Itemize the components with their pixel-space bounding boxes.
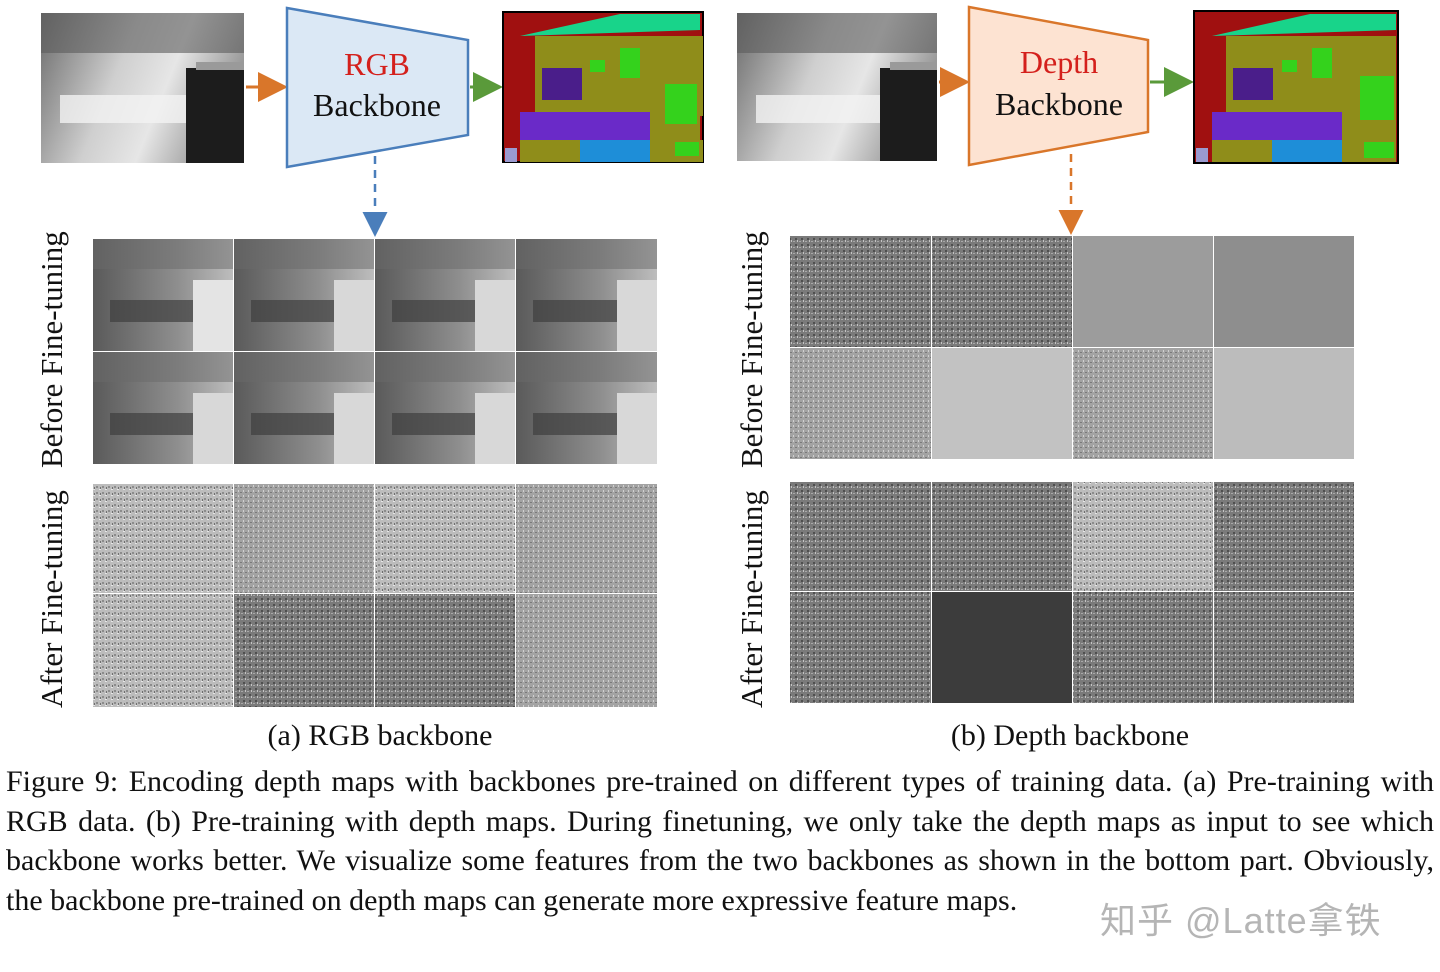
feature-map	[932, 236, 1072, 347]
rgb-backbone-subtitle: Backbone	[313, 87, 441, 123]
feature-map	[1073, 348, 1213, 459]
watermark: 知乎 @Latte拿铁	[1100, 900, 1382, 941]
subcaption-a: (a) RGB backbone	[268, 719, 493, 752]
depth-backbone-box	[967, 5, 1150, 167]
feature-map	[1073, 592, 1213, 703]
feature-map	[375, 239, 515, 351]
figure-caption-text: Encoding depth maps with backbones pre-t…	[6, 765, 1434, 917]
label-after-finetuning-a: After Fine-tuning	[34, 490, 69, 708]
feature-map	[516, 239, 657, 351]
depth-backbone-subtitle: Backbone	[995, 86, 1123, 122]
label-before-finetuning-a: Before Fine-tuning	[34, 231, 69, 468]
feature-map	[932, 482, 1072, 591]
feature-map	[790, 348, 931, 459]
rgb-backbone-box	[285, 6, 470, 169]
segmentation-output-b	[1193, 10, 1399, 164]
figure-caption: Figure 9: Encoding depth maps with backb…	[6, 762, 1434, 920]
feature-map	[234, 352, 374, 464]
panel-a: RGB Backbone Before Fine-tuning After Fi…	[34, 6, 704, 752]
figure-diagram: RGB Backbone Before Fine-tuning After Fi…	[34, 5, 1399, 752]
feature-map	[375, 594, 515, 707]
feature-map	[234, 594, 374, 707]
feature-map	[93, 484, 233, 593]
feature-map	[1214, 482, 1354, 591]
label-before-finetuning-b: Before Fine-tuning	[734, 231, 769, 468]
feature-map	[516, 484, 657, 593]
feature-map	[234, 239, 374, 351]
feature-map	[375, 484, 515, 593]
feature-map	[932, 592, 1072, 703]
feature-map	[1214, 592, 1354, 703]
feature-map	[93, 352, 233, 464]
feature-map	[790, 592, 931, 703]
feature-map	[516, 594, 657, 707]
label-after-finetuning-b: After Fine-tuning	[734, 490, 769, 708]
feature-map	[516, 352, 657, 464]
rgb-backbone-title: RGB	[344, 46, 410, 82]
feature-map	[790, 236, 931, 347]
segmentation-output-a	[502, 11, 704, 163]
feature-map	[1214, 236, 1354, 347]
feature-map	[1073, 236, 1213, 347]
figure-label: Figure 9:	[6, 765, 119, 798]
feature-map	[93, 594, 233, 707]
input-depth-map-a	[41, 13, 244, 163]
feature-map	[790, 482, 931, 591]
feature-map	[375, 352, 515, 464]
feature-grid-before-b	[790, 236, 1354, 459]
feature-map	[234, 484, 374, 593]
input-depth-map-b	[737, 13, 937, 161]
feature-map	[93, 239, 233, 351]
feature-map	[1073, 482, 1213, 591]
panel-b: Depth Backbone Before Fine-tuning After …	[734, 5, 1399, 752]
feature-map	[932, 348, 1072, 459]
depth-backbone-title: Depth	[1020, 44, 1098, 80]
feature-grid-before-a	[93, 239, 657, 464]
feature-grid-after-a	[93, 484, 657, 707]
subcaption-b: (b) Depth backbone	[951, 719, 1189, 752]
feature-map	[1214, 348, 1354, 459]
feature-grid-after-b	[790, 482, 1354, 703]
